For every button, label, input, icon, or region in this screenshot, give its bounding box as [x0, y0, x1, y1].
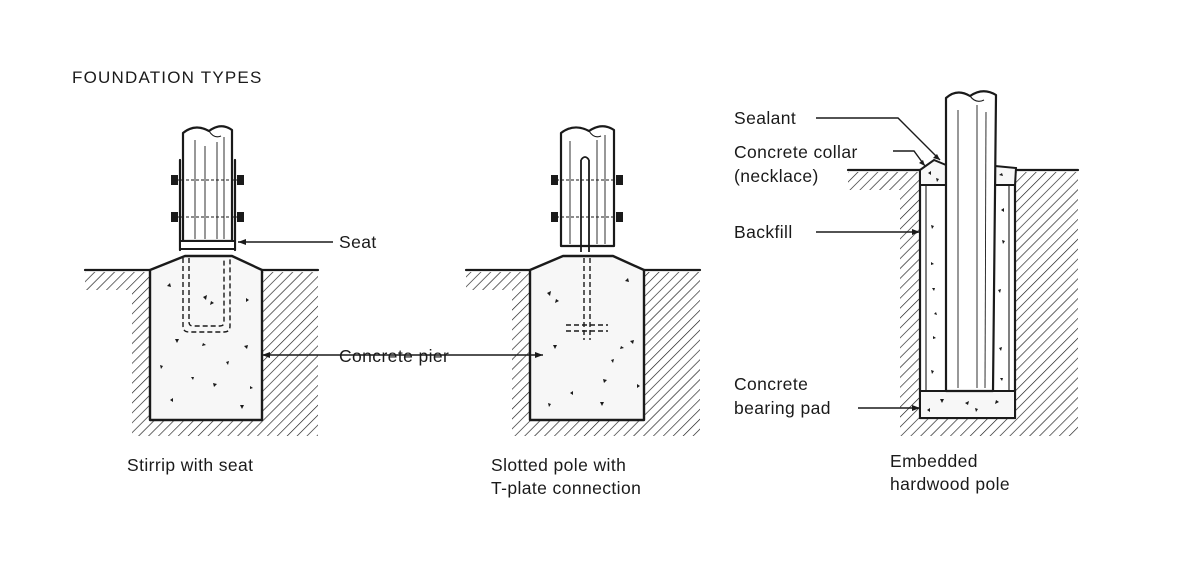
concrete-pier-2 [528, 254, 646, 422]
panel-slotted-pole [464, 125, 702, 436]
label-bearing-pad-line1: Concrete [734, 374, 808, 394]
label-bearing-pad-line2: bearing pad [734, 398, 831, 418]
pole-3 [944, 90, 998, 393]
label-backfill: Backfill [734, 222, 793, 242]
panel-stirrup-with-seat [83, 125, 320, 436]
diagram-title: FOUNDATION TYPES [72, 68, 262, 87]
concrete-pier [148, 254, 264, 422]
pole-2 [559, 125, 616, 248]
label-concrete-collar: Concrete collar [734, 142, 858, 162]
pole-1 [181, 125, 234, 243]
panel-embedded-pole [846, 90, 1080, 436]
leader-lines [238, 117, 941, 411]
caption-panel-2-line2: T-plate connection [491, 478, 641, 498]
label-concrete-pier: Concrete pier [339, 346, 449, 366]
bolts-1 [171, 175, 244, 222]
bolts-2 [551, 175, 623, 222]
label-sealant: Sealant [734, 108, 796, 128]
caption-panel-1: Stirrip with seat [127, 455, 253, 475]
label-seat: Seat [339, 232, 377, 252]
caption-panel-3-line2: hardwood pole [890, 474, 1010, 494]
caption-panel-3-line1: Embedded [890, 451, 978, 471]
label-necklace: (necklace) [734, 166, 819, 186]
caption-panel-2-line1: Slotted pole with [491, 455, 626, 475]
